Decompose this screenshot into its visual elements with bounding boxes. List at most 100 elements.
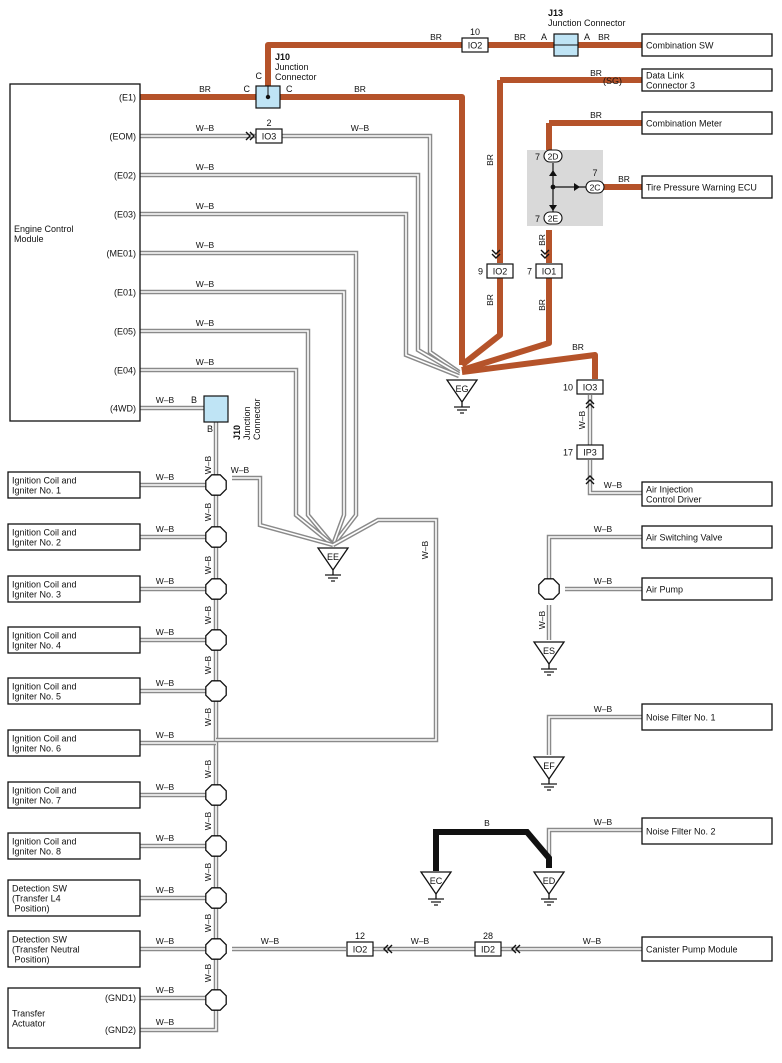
io2-bottom-connector [346,941,374,957]
ground-eg [445,379,479,404]
io2-bottom-connector-pin: 12 [355,931,365,941]
io1-arrow0 [540,249,550,255]
eom-arrow0 [245,131,251,141]
right-component-9-label: Noise Filter No. 2 [646,827,716,837]
right-component-6-label: Air Switching Valve [646,533,722,543]
wb-vlabel-7: W–B [203,811,213,830]
wb-label-8: W–B [156,395,175,405]
wb-label-25: W–B [604,480,623,490]
ecm-pin-2: (E02) [114,171,136,181]
right-component-1-label: Combination SW [646,41,714,51]
ip3-connector-id: IP3 [583,448,597,458]
wb-vlabel-11: W–B [420,540,430,559]
ecm-pin-3: (E03) [114,210,136,220]
j10-pin-top: C [256,71,263,81]
br-label-4: BR [598,32,610,42]
wb-label-14: W–B [156,678,175,688]
splice-octagon-1 [205,474,227,496]
right-component-1 [641,33,773,57]
id2-connector-pin: 28 [483,931,493,941]
left-component-3 [7,575,141,603]
io2-right-connector [486,263,514,279]
b-ec-to-ed [433,829,552,871]
wb-noise-filter-2 [546,827,642,868]
wb-noise-filter-1-core [548,716,642,755]
dlc3-pin: (SG) [603,76,622,86]
wb-label-19: W–B [156,936,175,946]
wb-label-7: W–B [196,357,215,367]
io3-lower-connector-pin: 10 [563,383,573,393]
j10-top-id: J10 [275,52,290,62]
splice-2e [543,211,563,225]
wb-label-22: W–B [261,936,280,946]
splice-octagon-9 [205,938,227,960]
br-label-8: BR [572,342,584,352]
j10-lower-junction-connector [203,395,229,423]
wb-me01-core [140,252,357,546]
wb-label-23: W–B [411,936,430,946]
id2-arrow1 [511,944,517,954]
wb-label-9: W–B [156,472,175,482]
j10-pin-right: C [286,84,293,94]
wb-eom-to-eg-core [282,135,460,373]
right-component-3 [641,111,773,135]
right-component-10 [641,936,773,962]
wb-label-29: W–B [594,817,613,827]
wb-label-16: W–B [156,782,175,792]
wb-gnd2-core [140,1022,217,1031]
ground-ec-label: EC [430,876,443,886]
wb-e03-core [140,213,460,377]
wb-vlabel-6: W–B [203,759,213,778]
io2-right-connector-pin: 9 [478,267,483,277]
ecm-pin-0: (E1) [119,93,136,103]
right-component-8-label: Noise Filter No. 1 [646,713,716,723]
br-io1-to-eg [461,278,552,373]
br-eg-to-io3 [461,352,598,379]
wb-e05-core [140,330,334,546]
wb-e02 [140,172,461,376]
wb-vlabel-0: W–B [203,455,213,474]
io2-top-connector-id: IO2 [468,41,483,51]
wb-e01-core [140,291,345,546]
right-component-3-label: Combination Meter [646,119,722,129]
io1-connector [535,263,563,279]
splice-2c [585,180,605,194]
br-label-3: BR [514,32,526,42]
wb-vlabel-1: W–B [203,502,213,521]
io3-eom-connector-id: IO3 [262,132,277,142]
ground-es-label: ES [543,646,555,656]
right-component-7-label: Air Pump [646,585,683,595]
splice-octagon-5 [205,680,227,702]
br-label-1: BR [354,84,366,94]
br-j10-to-io2 [265,42,462,97]
wb-label-4: W–B [196,240,215,250]
wb-label-10: W–B [231,465,250,475]
io3-lower-connector [576,379,604,395]
splice-2d-pin: 7 [535,152,540,162]
wb-igniter1-to-ee-core [232,477,334,546]
splice-arrow-right [574,183,580,191]
wb-label-12: W–B [156,576,175,586]
br-e1-to-eg [140,94,465,365]
wb-label-11: W–B [156,524,175,534]
wb-noise-filter-2-core [548,829,642,868]
left-component-5 [7,677,141,705]
ground-ec [419,871,453,896]
br-vlabel-3: BR [537,299,547,311]
io3-lower-arrow1 [585,399,595,405]
wb-vlabel-8: W–B [203,862,213,881]
j10-node [265,94,271,100]
wb-ip3-to-air-injection-core [589,460,642,494]
j13-id: J13 [548,8,563,18]
io1-connector-id: IO1 [542,267,557,277]
io2-top-connector-pin: 10 [470,27,480,37]
splice-octagon-4 [205,629,227,651]
wb-label-3: W–B [196,201,215,211]
right-component-8 [641,703,773,731]
ecm-pin-8: (4WD) [110,404,136,414]
left-component-6 [7,729,141,757]
